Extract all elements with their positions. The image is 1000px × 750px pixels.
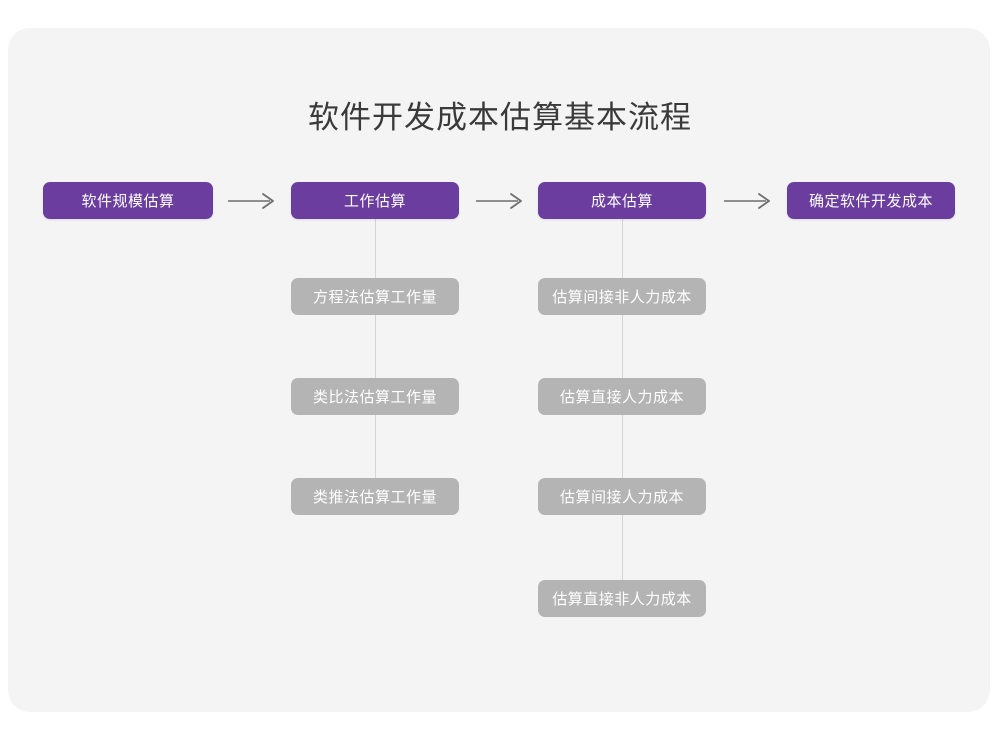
step-box-software-scale-estimation[interactable]: 软件规模估算 [43,182,213,219]
step-box-cost-estimation[interactable]: 成本估算 [538,182,706,219]
branch-box-direct-nonlabor-cost[interactable]: 估算直接非人力成本 [538,580,706,617]
arrow-2-icon [476,192,524,210]
page-title: 软件开发成本估算基本流程 [308,100,692,135]
step-box-determine-development-cost[interactable]: 确定软件开发成本 [787,182,955,219]
branch-box-analogy-method-effort[interactable]: 类比法估算工作量 [291,378,459,415]
connector-line-col2 [375,218,376,498]
branch-box-indirect-labor-cost[interactable]: 估算间接人力成本 [538,478,706,515]
arrow-1-icon [228,192,276,210]
diagram-card [8,28,990,712]
branch-box-indirect-nonlabor-cost[interactable]: 估算间接非人力成本 [538,278,706,315]
branch-box-direct-labor-cost[interactable]: 估算直接人力成本 [538,378,706,415]
branch-box-analogue-method-effort[interactable]: 类推法估算工作量 [291,478,459,515]
branch-box-equation-method-effort[interactable]: 方程法估算工作量 [291,278,459,315]
arrow-3-icon [724,192,772,210]
step-box-effort-estimation[interactable]: 工作估算 [291,182,459,219]
